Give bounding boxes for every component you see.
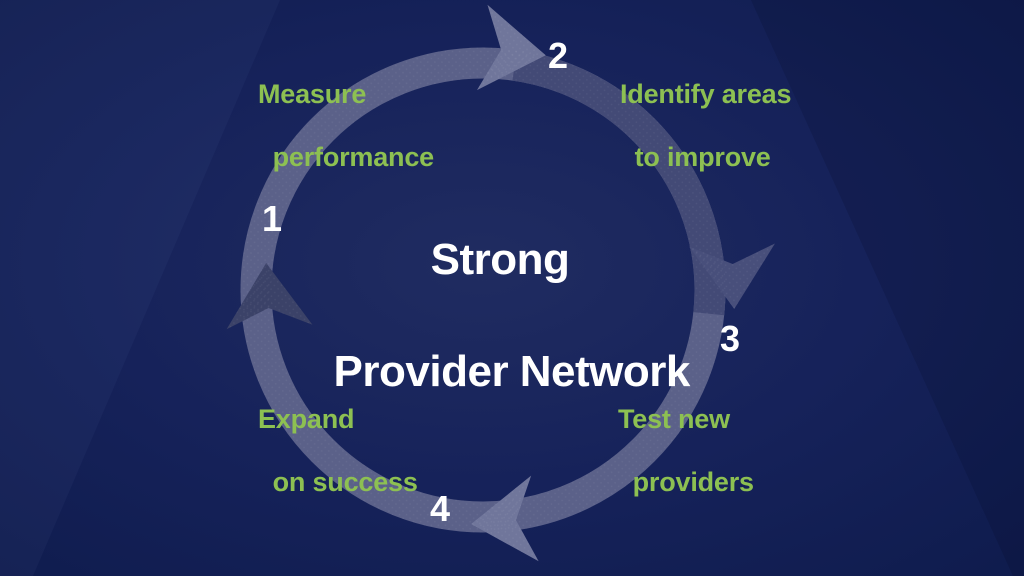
- step-1-label-line2: performance: [272, 141, 435, 172]
- step-2-label-line2: to improve: [634, 141, 771, 172]
- step-4-label-line1: Expand: [258, 404, 355, 434]
- step-2-label: Identify areas to improve: [620, 79, 791, 173]
- ring-texture: [226, 4, 775, 562]
- center-title-line1: Strong: [430, 235, 570, 284]
- step-4-number: 4: [430, 488, 451, 529]
- step-3-label: Test new providers: [618, 404, 754, 498]
- step-4-label-line2: on success: [272, 466, 418, 497]
- step-1-number: 1: [262, 198, 283, 239]
- watermark-diagonal-right: [751, 0, 1024, 576]
- center-title-line2: Provider Network: [333, 346, 691, 396]
- step-1-label: Measure performance: [258, 79, 434, 173]
- step-2-number: 2: [548, 35, 569, 76]
- step-2-label-line1: Identify areas: [620, 79, 792, 109]
- step-1-label-line1: Measure: [258, 79, 367, 109]
- step-3-label-line2: providers: [632, 466, 754, 497]
- step-4-label: Expand on success: [258, 404, 418, 498]
- center-title: Strong Provider Network: [300, 232, 700, 400]
- watermark-diagonal-left: [0, 0, 280, 576]
- step-3-number: 3: [720, 318, 741, 359]
- step-3-label-line1: Test new: [618, 404, 730, 434]
